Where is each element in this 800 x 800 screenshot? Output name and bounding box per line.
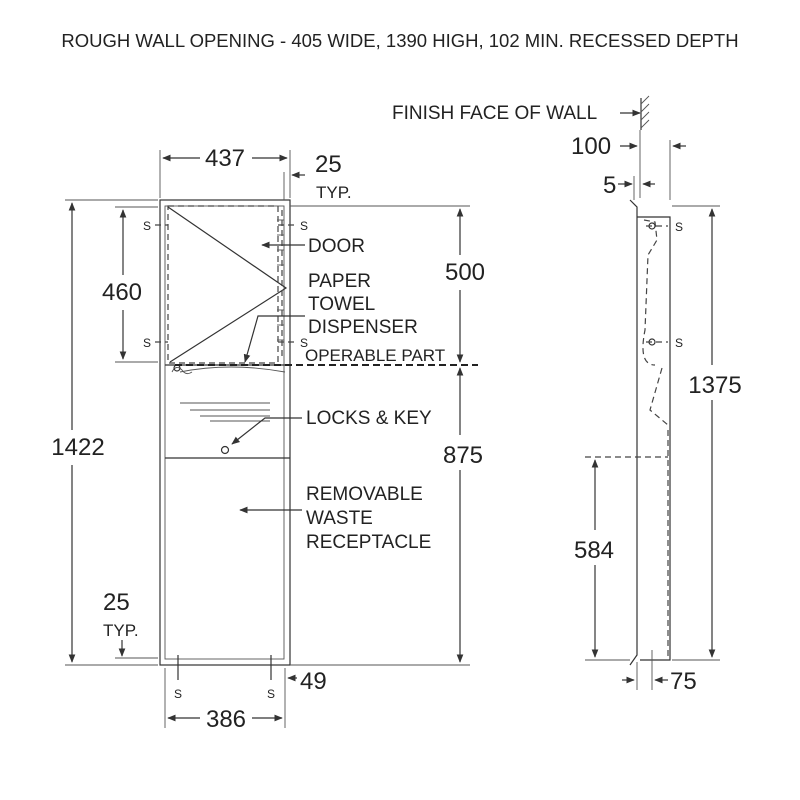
screw-label: S: [143, 336, 151, 350]
screw-label: S: [300, 336, 308, 350]
callout-waste: WASTE: [306, 508, 373, 529]
dim-width-top: 437: [205, 145, 245, 172]
bin-side-profile: [649, 367, 669, 426]
screw-markers-side: S S: [646, 220, 683, 350]
callout-removable: REMOVABLE: [306, 484, 423, 505]
screw-label: S: [300, 219, 308, 233]
door-side-profile: [642, 219, 658, 366]
callout-dispenser: DISPENSER: [308, 317, 418, 338]
dim-flange: 5: [603, 172, 616, 199]
dim-upper-height: 500: [445, 259, 485, 286]
dim-right-offset: 49: [300, 668, 327, 695]
screw-markers-front: S S S S S S: [143, 219, 308, 701]
front-view: S S S S S S 437 25 TYP. 460: [51, 145, 485, 733]
callout-receptacle: RECEPTACLE: [306, 532, 431, 553]
screw-label: S: [174, 687, 182, 701]
wall-hatch: [640, 95, 650, 129]
callout-paper: PAPER: [308, 271, 371, 292]
screw-label: S: [143, 219, 151, 233]
dim-trim: 25: [315, 151, 342, 178]
screw-label: S: [675, 220, 683, 234]
screw-slots-right: [277, 219, 284, 341]
callout-locks: LOCKS & KEY: [306, 408, 432, 429]
dim-side-lower: 584: [574, 537, 614, 564]
callout-towel: TOWEL: [308, 294, 375, 315]
cabinet-outline: [159, 199, 291, 666]
dim-trim-typ: TYP.: [316, 183, 352, 202]
cabinet-inner-outline: [164, 205, 285, 660]
side-body-outline: [637, 216, 671, 661]
finish-face-label: FINISH FACE OF WALL: [392, 103, 597, 124]
callout-door: DOOR: [308, 236, 365, 257]
flange-profile: [629, 199, 638, 666]
screw-label: S: [267, 687, 275, 701]
dim-side-height: 1375: [688, 372, 741, 399]
dim-door-height: 460: [102, 279, 142, 306]
callout-operable: OPERABLE PART: [305, 346, 445, 365]
dim-depth: 100: [571, 133, 611, 160]
dim-bottom-trim: 25: [103, 589, 130, 616]
rough-opening-title: ROUGH WALL OPENING - 405 WIDE, 1390 HIGH…: [61, 30, 738, 51]
dim-bottom-offset: 75: [670, 668, 697, 695]
dim-bottom-trim-typ: TYP.: [103, 621, 139, 640]
lock-icon: [220, 445, 230, 455]
screw-label: S: [675, 336, 683, 350]
dim-lower-height: 875: [443, 442, 483, 469]
door-panel: [167, 205, 279, 364]
dim-bottom-width: 386: [206, 706, 246, 733]
door-swing-lines: [167, 206, 288, 363]
dim-overall-height: 1422: [51, 434, 104, 461]
towel-curve: [179, 366, 286, 373]
side-view: FINISH FACE OF WALL 100 5 S S: [392, 95, 742, 695]
